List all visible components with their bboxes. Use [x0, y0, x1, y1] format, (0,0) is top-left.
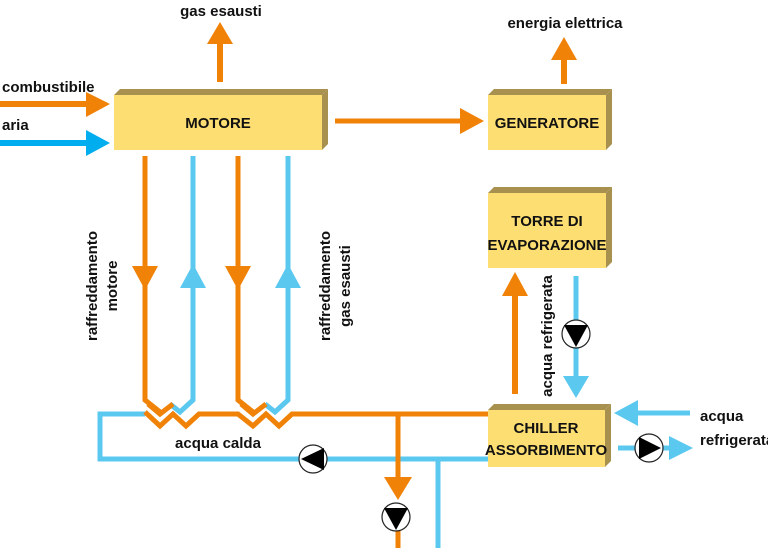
gas-cooling-loop: [225, 156, 301, 416]
pump-icon: [381, 502, 411, 532]
arrow-right-icon: [86, 130, 110, 156]
svg-text:raffreddamento: raffreddamento: [84, 231, 101, 341]
gas-esausti-label: gas esausti: [180, 3, 262, 20]
arrow-down-icon: [132, 266, 158, 290]
svg-text:raffreddamento: raffreddamento: [317, 231, 334, 341]
combustibile-flow: [0, 92, 110, 117]
chiller-box: CHILLER ASSORBIMENTO: [485, 404, 611, 467]
svg-text:motore: motore: [104, 261, 121, 312]
aria-label: aria: [2, 117, 29, 134]
arrow-right-icon: [669, 436, 693, 460]
svg-text:ASSORBIMENTO: ASSORBIMENTO: [485, 442, 608, 459]
svg-text:EVAPORAZIONE: EVAPORAZIONE: [488, 237, 607, 254]
generatore-label: GENERATORE: [495, 115, 599, 132]
raffreddamento-gas-label: raffreddamento gas esausti: [317, 231, 354, 341]
torre-supply: [502, 272, 528, 394]
torre-box: TORRE DI EVAPORAZIONE: [488, 187, 612, 268]
svg-text:gas esausti: gas esausti: [337, 245, 354, 327]
energia-elettrica-label: energia elettrica: [507, 15, 623, 32]
hot-water-branch: [384, 414, 412, 548]
arrow-up-icon: [502, 272, 528, 296]
acqua-calda-label: acqua calda: [175, 435, 262, 452]
arrow-right-icon: [86, 92, 110, 117]
heat-exchanger-zigzag: [143, 402, 488, 430]
arrow-up-icon: [180, 264, 206, 288]
acqua-refrigerata-right-label-2: refrigerata: [700, 432, 768, 449]
acqua-refrigerata-vertical-label: acqua refrigerata: [539, 274, 556, 396]
pump-icon: [298, 444, 328, 474]
svg-text:CHILLER: CHILLER: [514, 420, 579, 437]
arrow-up-icon: [551, 37, 577, 60]
acqua-calda-return: [97, 411, 488, 548]
motore-cooling-loop: [132, 156, 206, 416]
chilled-water-in: [614, 400, 690, 426]
pump-icon: [634, 433, 664, 463]
energia-elettrica-flow: [551, 37, 577, 84]
arrow-down-icon: [563, 376, 589, 398]
arrow-down-icon: [384, 477, 412, 500]
arrow-left-icon: [614, 400, 638, 426]
motore-label: MOTORE: [185, 115, 251, 132]
arrow-down-icon: [225, 266, 251, 290]
aria-flow: [0, 130, 110, 156]
arrow-right-icon: [460, 108, 484, 134]
pump-icon: [561, 319, 591, 349]
acqua-refrigerata-right-label-1: acqua: [700, 408, 744, 425]
raffreddamento-motore-label: raffreddamento motore: [84, 231, 121, 341]
gas-esausti-flow: [207, 22, 233, 82]
arrow-up-icon: [275, 264, 301, 288]
arrow-up-icon: [207, 22, 233, 44]
power-flow: [335, 108, 484, 134]
svg-text:TORRE DI: TORRE DI: [511, 213, 582, 230]
combustibile-label: combustibile: [2, 79, 95, 96]
motore-box: MOTORE: [114, 89, 328, 150]
generatore-box: GENERATORE: [488, 89, 612, 150]
